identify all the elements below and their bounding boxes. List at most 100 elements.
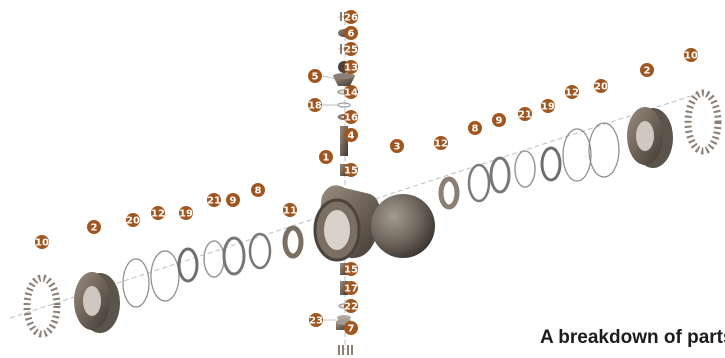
callout-number: 22	[344, 302, 358, 313]
left-end-cap	[74, 272, 120, 333]
callout-badge-circle	[207, 193, 221, 207]
callout-badge-circle	[344, 128, 358, 142]
callout-badge-circle	[390, 139, 404, 153]
callout-4: 4	[344, 128, 358, 142]
callout-8-right: 8	[468, 121, 482, 135]
callout-number: 14	[344, 88, 358, 99]
callout-15-lower: 15	[344, 262, 358, 276]
callout-22: 22	[344, 299, 358, 313]
callout-badge-circle	[518, 107, 532, 121]
callout-13: 13	[344, 60, 358, 74]
callout-10-right: 10	[684, 48, 698, 62]
callout-number: 18	[308, 101, 322, 112]
callout-badges: 26 6 25 13 5 14 18 16 4 1 3 15 15 17 22 …	[35, 10, 698, 335]
callout-number: 20	[594, 82, 608, 93]
callout-26: 26	[344, 10, 358, 24]
callout-badge-circle	[492, 113, 506, 127]
callout-badge-circle	[541, 99, 555, 113]
callout-number: 15	[344, 265, 358, 276]
callout-badge-circle	[308, 98, 322, 112]
callout-badge-circle	[344, 163, 358, 177]
callout-number: 19	[541, 102, 555, 113]
callout-badge-circle	[344, 299, 358, 313]
callout-12-right: 12	[565, 85, 579, 99]
callout-badge-circle	[344, 10, 358, 24]
callout-number: 15	[344, 166, 358, 177]
callout-badge-circle	[344, 110, 358, 124]
callout-badge-circle	[309, 313, 323, 327]
callout-number: 9	[230, 196, 237, 207]
callout-2-right: 2	[640, 63, 654, 77]
callout-19-right: 19	[541, 99, 555, 113]
seat-ring-11	[282, 225, 304, 259]
callout-number: 26	[344, 13, 358, 24]
callout-number: 3	[394, 142, 401, 153]
right-flange-bolts	[684, 89, 722, 155]
callout-number: 23	[309, 316, 323, 327]
callout-5: 5	[308, 69, 322, 83]
callout-badge-circle	[565, 85, 579, 99]
callout-number: 9	[496, 116, 503, 127]
callout-17: 17	[344, 281, 358, 295]
callout-19-left: 19	[179, 206, 193, 220]
right-end-cap	[627, 107, 673, 168]
right-rings	[467, 122, 620, 203]
callout-number: 5	[312, 72, 319, 83]
seat-ring-12	[438, 176, 460, 210]
callout-badge-circle	[468, 121, 482, 135]
callout-badge-circle	[640, 63, 654, 77]
callout-number: 8	[255, 186, 262, 197]
callout-badge-circle	[87, 220, 101, 234]
callout-badge-circle	[594, 79, 608, 93]
callout-badge-circle	[151, 206, 165, 220]
callout-23: 23	[309, 313, 323, 327]
callout-20-left: 20	[126, 213, 140, 227]
callout-number: 7	[348, 324, 355, 335]
callout-number: 25	[344, 45, 358, 56]
callout-badge-circle	[35, 235, 49, 249]
callout-20-right: 20	[594, 79, 608, 93]
callout-number: 6	[348, 29, 355, 40]
callout-number: 12	[151, 209, 165, 220]
callout-badge-circle	[226, 193, 240, 207]
callout-number: 17	[344, 284, 358, 295]
callout-7: 7	[344, 321, 358, 335]
callout-number: 19	[179, 209, 193, 220]
callout-number: 1	[323, 153, 330, 164]
callout-badge-circle	[344, 281, 358, 295]
callout-badge-circle	[126, 213, 140, 227]
callout-16: 16	[344, 110, 358, 124]
callout-number: 13	[344, 63, 358, 74]
callout-9-right: 9	[492, 113, 506, 127]
callout-number: 21	[207, 196, 221, 207]
callout-21-left: 21	[207, 193, 221, 207]
callout-badge-circle	[344, 60, 358, 74]
callout-6: 6	[344, 26, 358, 40]
callout-number: 2	[644, 66, 651, 77]
callout-21-right: 21	[518, 107, 532, 121]
callout-number: 4	[348, 131, 355, 142]
callout-2-left: 2	[87, 220, 101, 234]
callout-badge-circle	[344, 26, 358, 40]
callout-18: 18	[308, 98, 322, 112]
callout-9-left: 9	[226, 193, 240, 207]
callout-3: 3	[390, 139, 404, 153]
callout-11: 11	[283, 203, 297, 217]
callout-badge-circle	[308, 69, 322, 83]
callout-badge-circle	[344, 262, 358, 276]
callout-12-right-seat: 12	[434, 136, 448, 150]
callout-12-left: 12	[151, 206, 165, 220]
callout-number: 10	[684, 51, 698, 62]
callout-number: 10	[35, 238, 49, 249]
callout-badge-circle	[319, 150, 333, 164]
callout-badge-circle	[344, 42, 358, 56]
callout-number: 11	[283, 206, 297, 217]
callout-number: 12	[565, 88, 579, 99]
callout-badge-circle	[283, 203, 297, 217]
ball	[371, 194, 435, 258]
callout-number: 16	[344, 113, 358, 124]
callout-badge-circle	[684, 48, 698, 62]
callout-number: 21	[518, 110, 532, 121]
callout-1: 1	[319, 150, 333, 164]
callout-number: 8	[472, 124, 479, 135]
